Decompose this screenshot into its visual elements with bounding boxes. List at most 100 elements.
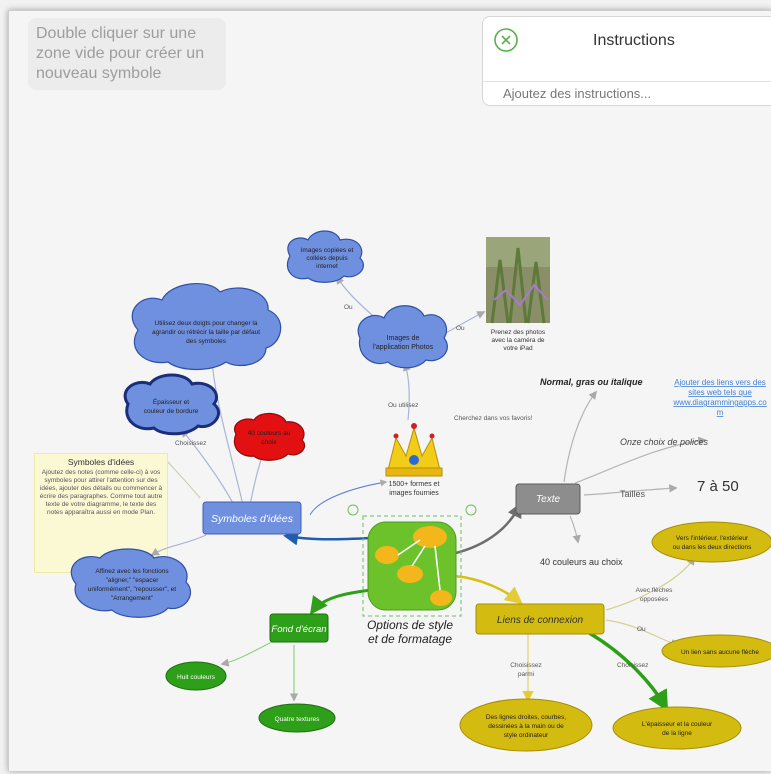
couleurs40-text[interactable]: 40 couleurs au choix (540, 557, 623, 567)
node-huit[interactable]: Huit couleurs (165, 661, 227, 691)
instructions-panel: Instructions Ajoutez des instructions... (482, 16, 771, 106)
node-liens[interactable]: Liens de connexion (475, 603, 605, 635)
crown-icon[interactable] (385, 423, 443, 477)
create-symbol-hint: Double cliquer sur une zone vide pour cr… (28, 18, 226, 90)
instructions-input[interactable]: Ajoutez des instructions... (503, 86, 652, 101)
epaisseur-line2: de la ligne (662, 730, 692, 737)
size-text[interactable]: 7 à 50 (697, 478, 739, 495)
texte-label: Texte (536, 494, 561, 505)
node-sans[interactable]: Un lien sans aucune flèche (661, 634, 771, 668)
link-crown[interactable] (309, 479, 388, 516)
huit-text: Huit couleurs (177, 674, 216, 681)
link-photos[interactable] (402, 362, 412, 421)
drag-line1: Utilisez deux doigts pour changer la (155, 320, 258, 327)
collapse-handle-icon[interactable] (465, 504, 477, 516)
lignes-line3: style ordinateur (504, 732, 549, 739)
crown-line1: 1500+ formes et (389, 481, 440, 488)
fond-label: Fond d'écran (271, 624, 326, 635)
label-ou-utilisez: Ou utilisez (388, 402, 418, 409)
divider (483, 81, 771, 82)
note-body: Ajoutez des notes (comme celle-ci) à vos… (39, 469, 163, 516)
drag-line3: des symboles (186, 338, 226, 345)
label-choisissez: Choisissez (175, 440, 206, 447)
lignes-line1: Des lignes droites, courbes, (486, 714, 566, 721)
label-fleches-2: opposées (640, 596, 669, 603)
border-line2: couleur de bordure (144, 408, 199, 415)
central-node[interactable] (347, 504, 477, 617)
node-vers[interactable]: Vers l'intérieur, l'extérieur ou dans le… (651, 521, 771, 563)
photos-line2: l'application Photos (373, 344, 434, 351)
link-line1[interactable]: Ajouter des liens vers des (674, 378, 766, 387)
link-drag[interactable] (208, 358, 244, 506)
align-line1: Affinez avec les fonctions (95, 568, 169, 575)
label-choisissez-parmi-1: Choisissez (510, 662, 541, 669)
link-tailles[interactable] (583, 484, 678, 496)
node-align[interactable]: Affinez avec les fonctions "aligner," "e… (70, 548, 192, 618)
vers-line1: Vers l'intérieur, l'extérieur (676, 535, 749, 542)
link-onze[interactable] (574, 436, 707, 484)
copied-line1: Images copiées et (301, 247, 354, 254)
red-line2: choix (261, 439, 277, 446)
link-normal[interactable] (563, 390, 598, 483)
link-fond[interactable] (309, 588, 373, 615)
node-epaisseur[interactable]: L'épaisseur et la couleur de la ligne (612, 706, 742, 750)
link-texte[interactable] (451, 502, 522, 556)
symboles-label: Symboles d'idées (211, 513, 294, 525)
node-fond[interactable]: Fond d'écran (269, 613, 329, 643)
link-note (167, 461, 201, 499)
camera-photo[interactable] (486, 237, 550, 324)
node-quatre[interactable]: Quatre textures (258, 703, 336, 733)
normal-text[interactable]: Normal, gras ou italique (540, 377, 643, 387)
drag-line2: agrandir ou rétrécir la taille par défau… (152, 329, 260, 336)
link-line4[interactable]: m (717, 408, 724, 417)
link-align[interactable] (150, 534, 207, 556)
link-liens[interactable] (453, 574, 523, 605)
node-red[interactable]: 40 couleurs au choix (233, 412, 306, 461)
label-choisissez2: Choisissez (617, 662, 648, 669)
crown-line2: images fournies (389, 490, 439, 497)
link-vers[interactable] (605, 556, 695, 611)
hint-text: Double cliquer sur une zone vide pour cr… (36, 25, 205, 82)
node-copied[interactable]: Images copiées et collées depuis interne… (286, 230, 364, 283)
align-line4: "Arrangement" (111, 595, 154, 602)
link-symboles[interactable] (283, 530, 373, 546)
onze-text[interactable]: Onze choix de polices (620, 437, 709, 447)
camera-line3: votre iPad (503, 345, 533, 352)
close-icon[interactable] (493, 27, 519, 53)
border-line1: Épaisseur et (153, 397, 189, 406)
node-texte[interactable]: Texte (515, 483, 581, 515)
link-line3[interactable]: www.diagrammingapps.co (672, 398, 767, 407)
node-lignes[interactable]: Des lignes droites, courbes, dessinées à… (459, 698, 593, 752)
node-border[interactable]: Épaisseur et couleur de bordure (123, 373, 221, 436)
link-handle-icon[interactable] (347, 504, 359, 516)
node-photos[interactable]: Images de l'application Photos (357, 305, 448, 369)
link-epaisseur[interactable] (583, 628, 669, 712)
vers-line2: ou dans les deux directions (673, 544, 753, 551)
photos-line1: Images de (387, 335, 420, 342)
copied-line2: collées depuis (306, 255, 348, 262)
node-symboles[interactable]: Symboles d'idées (202, 501, 302, 535)
label-ou3: Ou (637, 626, 646, 633)
tailles-label: Tailles (620, 489, 646, 499)
node-drag[interactable]: Utilisez deux doigts pour changer la agr… (131, 283, 282, 371)
label-fleches-1: Avec flèches (636, 587, 673, 594)
label-choisissez-parmi-2: parmi (518, 671, 534, 678)
camera-line1: Prenez des photos (491, 329, 546, 336)
link-couleurs[interactable] (569, 515, 581, 544)
lignes-line2: dessinées à la main ou de (488, 723, 564, 730)
link-huit[interactable] (220, 639, 277, 667)
sans-text: Un lien sans aucune flèche (681, 649, 759, 656)
link-copied[interactable] (336, 275, 379, 321)
link-camera[interactable] (445, 311, 486, 334)
connectors (150, 275, 707, 712)
copied-line3: internet (316, 263, 338, 270)
epaisseur-line1: L'épaisseur et la couleur (642, 721, 713, 728)
label-cherchez: Cherchez dans vos favoris! (454, 415, 533, 422)
link-node[interactable]: Ajouter des liens vers des sites web tel… (672, 378, 767, 417)
link-line2[interactable]: sites web tels que (688, 388, 752, 397)
central-line2: et de formatage (368, 632, 452, 646)
liens-label: Liens de connexion (497, 615, 584, 626)
label-ou2: Ou (456, 325, 465, 332)
